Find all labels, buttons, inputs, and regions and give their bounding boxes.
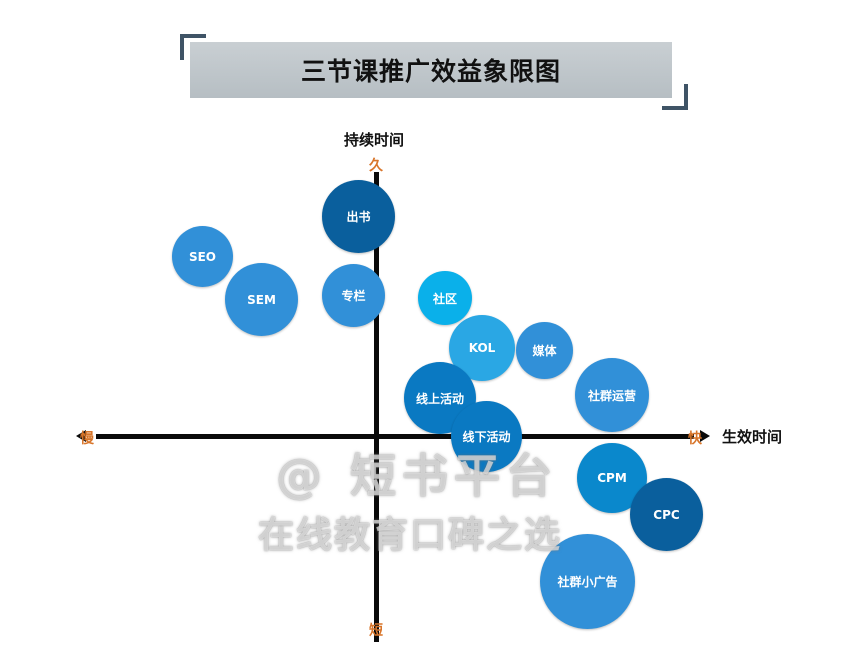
title-frame: 三节课推广效益象限图: [180, 34, 688, 110]
page-title: 三节课推广效益象限图: [300, 57, 561, 86]
bubble-shequn-xiao-guanggao: 社群小广告: [540, 534, 635, 629]
bubble-cpc: CPC: [630, 478, 703, 551]
x-axis-right-label: 快: [688, 431, 702, 447]
y-axis-top-label: 久: [369, 158, 383, 174]
bubble-shequn-yunying: 社群运营: [575, 358, 649, 432]
bubble-xianxia-huodong: 线下活动: [451, 401, 522, 472]
arrow-left-icon: [76, 430, 86, 442]
x-axis-title: 生效时间: [722, 428, 783, 446]
horizontal-axis: [96, 434, 694, 439]
y-axis-title: 持续时间: [344, 131, 405, 149]
bubble-chushu: 出书: [322, 180, 395, 253]
title-corner-top-left: [180, 34, 206, 60]
bubble-zhuanlan: 专栏: [322, 264, 385, 327]
x-axis-left-label: 慢: [80, 431, 94, 447]
bubble-meiti: 媒体: [516, 322, 573, 379]
watermark-line-2: 在线教育口碑之选: [258, 515, 563, 556]
watermark-line-1: @ 短书平台: [276, 449, 559, 503]
y-axis-bottom-label: 短: [369, 623, 383, 639]
arrow-right-icon: [700, 430, 710, 442]
bubble-seo: SEO: [172, 226, 233, 287]
title-corner-bottom-right: [662, 84, 688, 110]
bubble-shequ: 社区: [418, 271, 472, 325]
title-box: 三节课推广效益象限图: [190, 42, 672, 98]
bubble-sem: SEM: [225, 263, 298, 336]
vertical-axis: [374, 172, 379, 642]
